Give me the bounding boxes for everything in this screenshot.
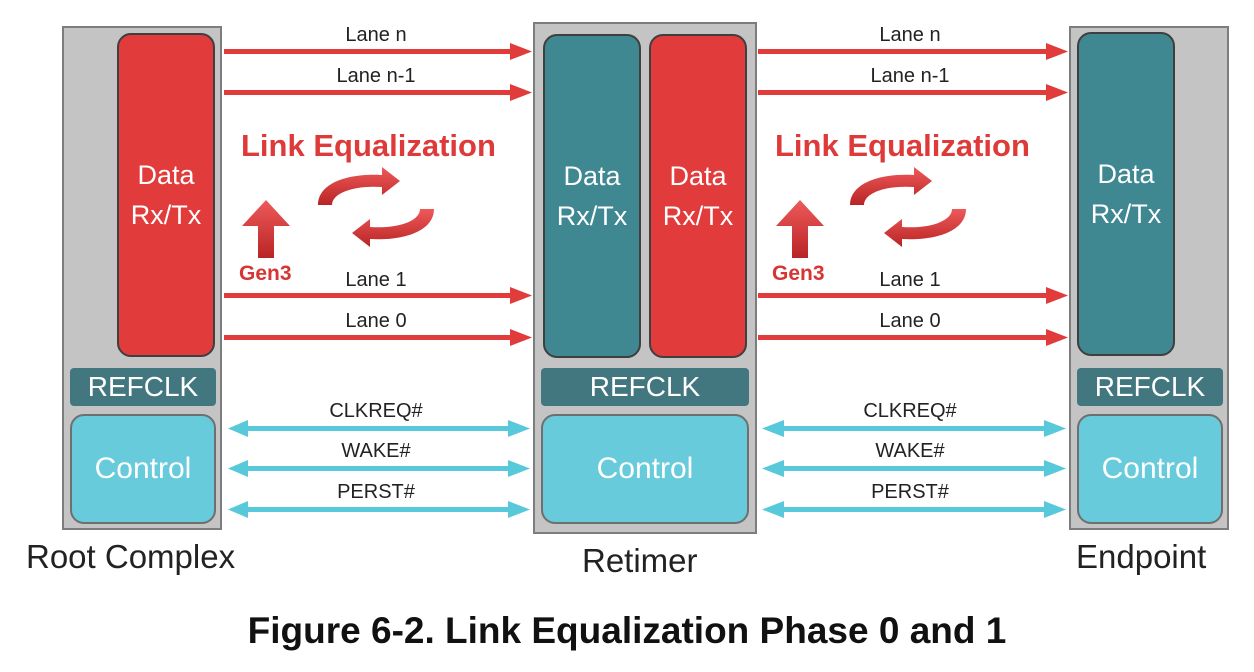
right-sideband-arrows [762, 420, 1066, 518]
retimer-control-label: Control [596, 452, 694, 485]
left-wake-arrow [228, 460, 530, 477]
root-complex-refclk-label: REFCLK [87, 371, 199, 402]
right-wake-label: WAKE# [875, 440, 945, 462]
left-lane-n1-arrow [224, 84, 532, 101]
left-clkreq-label: CLKREQ# [329, 400, 423, 422]
right-wake-arrow [762, 460, 1066, 477]
endpoint-refclk: REFCLK [1077, 368, 1223, 406]
right-perst-arrow [762, 501, 1066, 518]
endpoint-label: Endpoint [1076, 538, 1207, 575]
left-perst-arrow [228, 501, 530, 518]
retimer-refclk-label: REFCLK [589, 371, 701, 402]
retimer-refclk: REFCLK [541, 368, 749, 406]
right-lane-0-arrow [758, 329, 1068, 346]
root-complex-data-label: Data Rx/Tx [130, 160, 202, 230]
right-gen3-label: Gen3 [772, 262, 825, 285]
right-lane-n1-label: Lane n-1 [870, 65, 950, 87]
retimer-data-left-label: Data Rx/Tx [556, 161, 628, 231]
figure-caption: Figure 6-2. Link Equalization Phase 0 an… [247, 610, 1007, 651]
retimer-data-left-block: Data Rx/Tx [543, 34, 641, 358]
left-lane-0-arrow [224, 329, 532, 346]
left-clkreq-arrow [228, 420, 530, 437]
left-lane-n1-label: Lane n-1 [336, 65, 416, 87]
left-wake-label: WAKE# [341, 440, 411, 462]
right-lane-1-label: Lane 1 [879, 269, 941, 291]
retimer-data-right-label: Data Rx/Tx [662, 161, 734, 231]
right-lane-arrows [758, 43, 1068, 346]
endpoint-data-block: Data Rx/Tx [1077, 32, 1175, 356]
retimer-data-right-block: Data Rx/Tx [649, 34, 747, 358]
left-perst-label: PERST# [337, 481, 415, 503]
right-gen3-up-arrow-icon [776, 200, 824, 258]
left-gen3-label: Gen3 [239, 262, 292, 285]
right-equalization-cycle-icon [850, 167, 966, 247]
left-lane-1-arrow [224, 287, 532, 304]
left-lane-n-arrow [224, 43, 532, 60]
left-lane-arrows [224, 43, 532, 346]
right-lane-n1-arrow [758, 84, 1068, 101]
right-clkreq-label: CLKREQ# [863, 400, 957, 422]
right-link-equalization-title: Link Equalization [775, 128, 1030, 163]
endpoint-refclk-label: REFCLK [1094, 371, 1206, 402]
root-complex-refclk: REFCLK [70, 368, 216, 406]
right-lane-n-label: Lane n [879, 24, 941, 46]
left-lane-0-label: Lane 0 [345, 310, 407, 332]
right-perst-label: PERST# [871, 481, 949, 503]
endpoint-control-label: Control [1101, 452, 1199, 485]
right-lane-n-arrow [758, 43, 1068, 60]
root-complex-control-label: Control [94, 452, 192, 485]
left-equalization-cycle-icon [318, 167, 434, 247]
right-lane-1-arrow [758, 287, 1068, 304]
left-gen3-up-arrow-icon [242, 200, 290, 258]
left-lane-1-label: Lane 1 [345, 269, 407, 291]
left-lane-n-label: Lane n [345, 24, 407, 46]
retimer-label: Retimer [582, 542, 698, 579]
root-complex-control-block: Control [70, 414, 216, 524]
left-link-equalization-title: Link Equalization [241, 128, 496, 163]
right-clkreq-arrow [762, 420, 1066, 437]
endpoint-control-block: Control [1077, 414, 1223, 524]
right-lane-0-label: Lane 0 [879, 310, 941, 332]
root-complex-data-block: Data Rx/Tx [117, 33, 215, 357]
retimer-control-block: Control [541, 414, 749, 524]
left-sideband-arrows [228, 420, 530, 518]
root-complex-label: Root Complex [26, 538, 236, 575]
endpoint-data-label: Data Rx/Tx [1090, 159, 1162, 229]
